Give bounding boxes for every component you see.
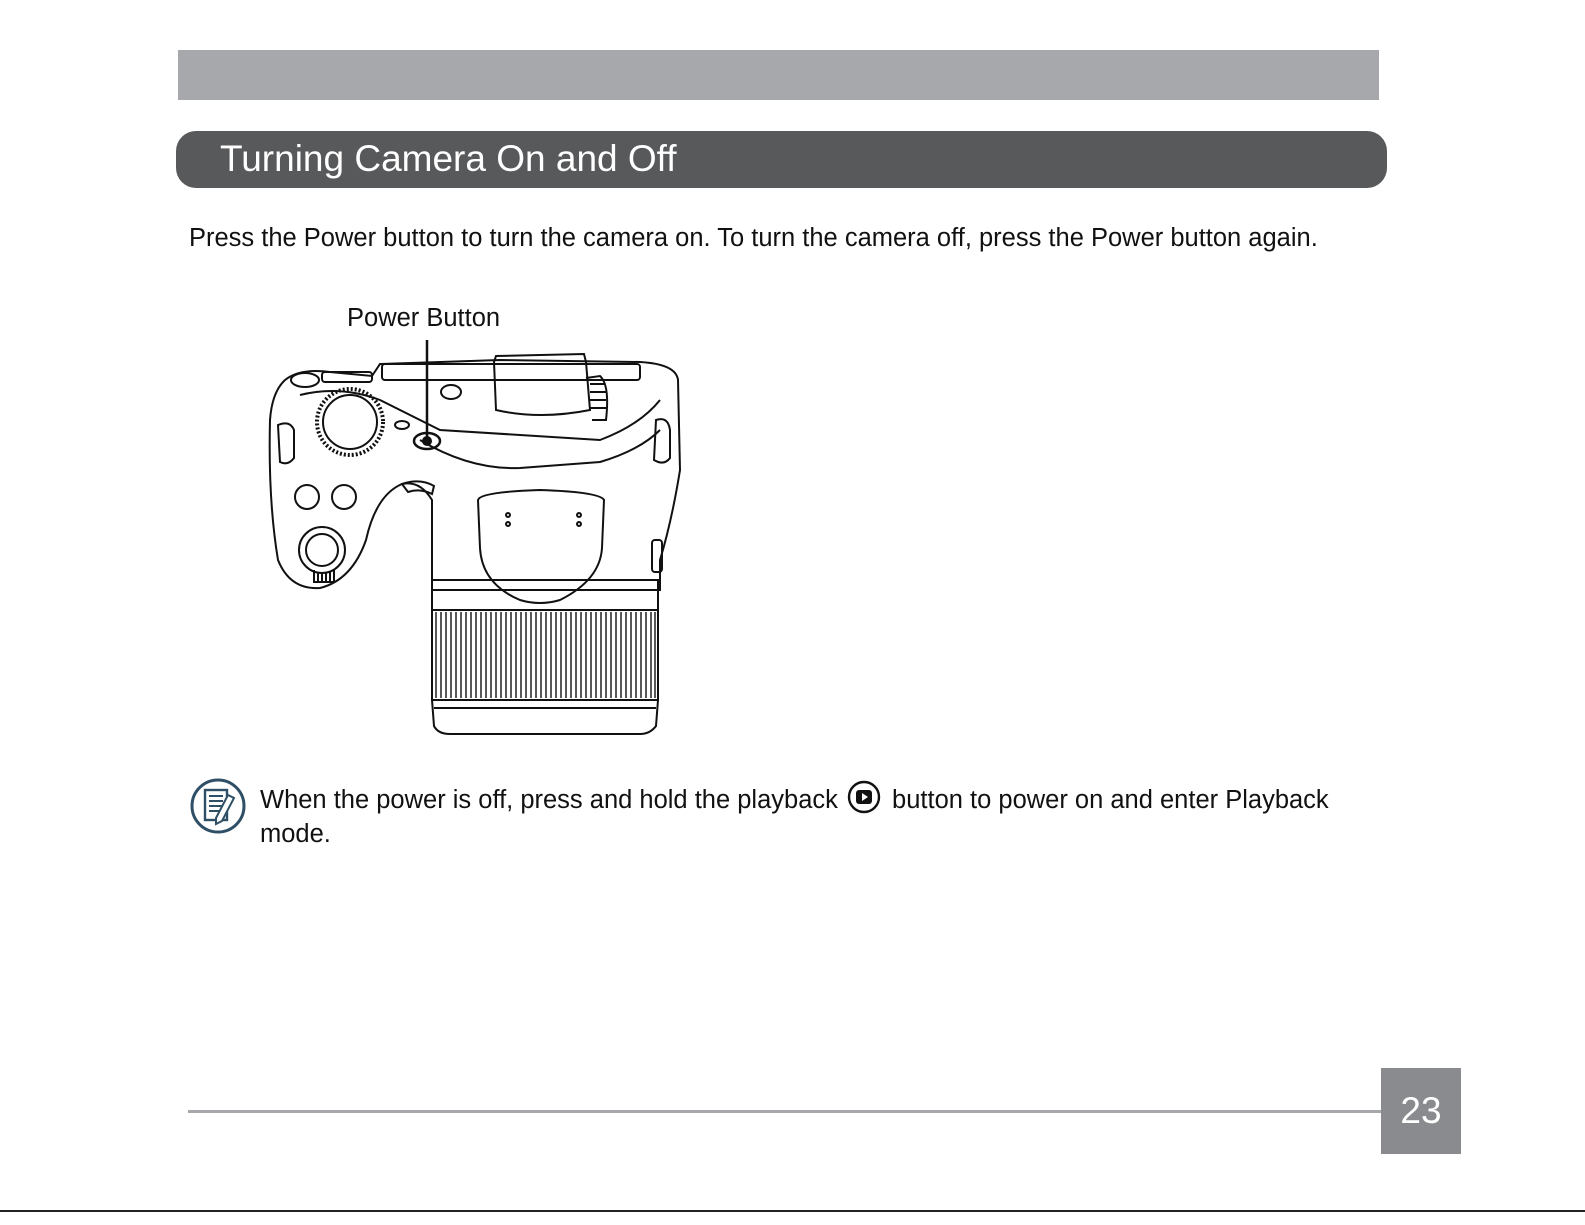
intro-paragraph: Press the Power button to turn the camer… xyxy=(189,221,1379,255)
function-button-right xyxy=(332,485,356,509)
function-button-left xyxy=(295,485,319,509)
playback-note: When the power is off, press and hold th… xyxy=(260,780,1370,851)
page-number: 23 xyxy=(1381,1068,1461,1154)
page-bottom-edge xyxy=(0,1210,1585,1212)
section-title-bar: Turning Camera On and Off xyxy=(176,131,1387,188)
section-title: Turning Camera On and Off xyxy=(220,137,677,181)
note-text-before: When the power is off, press and hold th… xyxy=(260,786,845,814)
lens-barrel xyxy=(432,580,658,610)
note-pencil-icon xyxy=(190,777,246,835)
camera-body-outline xyxy=(270,360,680,590)
footer-rule xyxy=(188,1110,1382,1113)
power-button-callout-label: Power Button xyxy=(347,302,500,334)
mode-dial xyxy=(317,389,383,455)
lens-grip-ridges xyxy=(436,612,655,698)
camera-top-view-illustration xyxy=(262,338,692,738)
playback-icon xyxy=(847,780,881,814)
microphone-panel xyxy=(478,490,604,603)
header-bar xyxy=(178,50,1379,100)
